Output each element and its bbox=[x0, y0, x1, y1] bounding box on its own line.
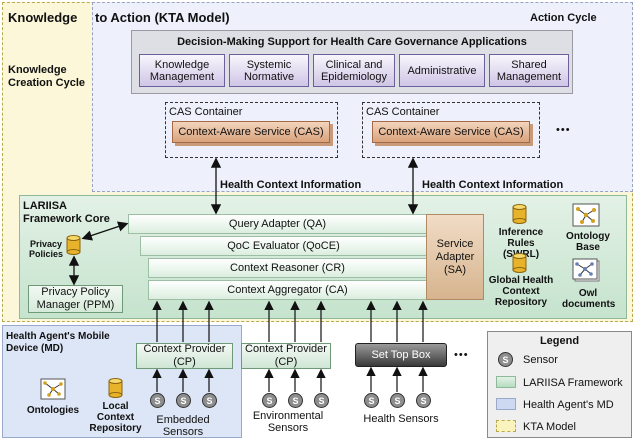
app-shared-management: Shared Management bbox=[489, 54, 569, 87]
health-sensors-label: Health Sensors bbox=[363, 413, 439, 425]
legend-item-lariisa: LARIISA Framework bbox=[523, 377, 623, 389]
sensor-icon: S bbox=[176, 393, 191, 408]
app-administrative: Administrative bbox=[399, 54, 485, 87]
legend-item-kta: KTA Model bbox=[523, 421, 576, 433]
context-reasoner: Context Reasoner (CR) bbox=[148, 258, 427, 278]
owl-documents-icon bbox=[572, 258, 600, 282]
owl-documents-label: Owl documents bbox=[562, 288, 616, 310]
local-repository-label: Local Context Repository bbox=[89, 401, 142, 434]
app-systemic-normative: Systemic Normative bbox=[229, 54, 309, 87]
sensor-icon: S bbox=[262, 393, 277, 408]
cas-service-1: Context-Aware Service (CAS) bbox=[172, 121, 330, 143]
kta-title-knowledge: Knowledge bbox=[8, 10, 78, 25]
core-title: LARIISA Framework Core bbox=[23, 200, 110, 225]
cas-container-1 bbox=[165, 102, 338, 158]
set-top-box-more-ellipsis: ••• bbox=[454, 349, 469, 361]
sensor-icon: S bbox=[288, 393, 303, 408]
local-repository-db-icon bbox=[108, 378, 123, 398]
cas-container-2-label: CAS Container bbox=[366, 106, 440, 118]
global-repository-db-icon bbox=[512, 253, 527, 273]
hci-label-right: Health Context Information bbox=[422, 179, 564, 191]
ontologies-icon bbox=[40, 378, 66, 400]
legend-item-sensor: Sensor bbox=[523, 354, 558, 366]
privacy-policy-manager: Privacy Policy Manager (PPM) bbox=[28, 285, 123, 313]
sensor-icon: S bbox=[416, 393, 431, 408]
cas-container-2 bbox=[362, 102, 540, 158]
sensor-icon: S bbox=[202, 393, 217, 408]
action-cycle-label: Action Cycle bbox=[530, 12, 597, 24]
knowledge-creation-cycle-label: Knowledge Creation Cycle bbox=[8, 64, 86, 89]
set-top-box: Set Top Box bbox=[355, 343, 447, 367]
ontologies-label: Ontologies bbox=[26, 405, 80, 416]
global-repository-label: Global Health Context Repository bbox=[488, 275, 554, 308]
inference-rules-db-icon bbox=[512, 204, 527, 224]
sensor-icon: S bbox=[150, 393, 165, 408]
ontology-base-label: Ontology Base bbox=[566, 231, 610, 253]
mobile-device-title: Health Agent's Mobile Device (MD) bbox=[6, 331, 110, 354]
privacy-policies-label: Privacy Policies bbox=[28, 239, 64, 259]
context-provider-md: Context Provider (CP) bbox=[136, 343, 233, 369]
app-clinical-epidemiology: Clinical and Epidemiology bbox=[313, 54, 395, 87]
dms-title: Decision-Making Support for Health Care … bbox=[177, 36, 527, 48]
query-adapter: Query Adapter (QA) bbox=[128, 214, 427, 234]
legend-swatch-kta bbox=[496, 420, 516, 432]
sensor-icon: S bbox=[364, 393, 379, 408]
cas-more-ellipsis: ••• bbox=[556, 124, 571, 136]
legend-item-md: Health Agent's MD bbox=[523, 399, 614, 411]
sensor-icon: S bbox=[314, 393, 329, 408]
embedded-sensors-label: Embedded Sensors bbox=[156, 414, 210, 438]
legend-sensor-icon: S bbox=[498, 352, 513, 367]
kta-title-model: to Action (KTA Model) bbox=[95, 10, 230, 25]
cas-service-2: Context-Aware Service (CAS) bbox=[372, 121, 530, 143]
hci-label-left: Health Context Information bbox=[220, 179, 362, 191]
context-provider-env: Context Provider (CP) bbox=[241, 343, 331, 369]
legend-title: Legend bbox=[539, 335, 580, 347]
qoc-evaluator: QoC Evaluator (QoCE) bbox=[140, 236, 427, 256]
ontology-base-icon bbox=[572, 203, 600, 227]
service-adapter: Service Adapter (SA) bbox=[426, 214, 484, 300]
context-aggregator: Context Aggregator (CA) bbox=[148, 280, 427, 300]
app-knowledge-management: Knowledge Management bbox=[139, 54, 225, 87]
legend-swatch-lariisa bbox=[496, 376, 516, 388]
privacy-policies-db-icon bbox=[66, 235, 81, 255]
environmental-sensors-label: Environmental Sensors bbox=[252, 410, 324, 434]
cas-container-1-label: CAS Container bbox=[169, 106, 243, 118]
legend-swatch-md bbox=[496, 398, 516, 410]
sensor-icon: S bbox=[390, 393, 405, 408]
